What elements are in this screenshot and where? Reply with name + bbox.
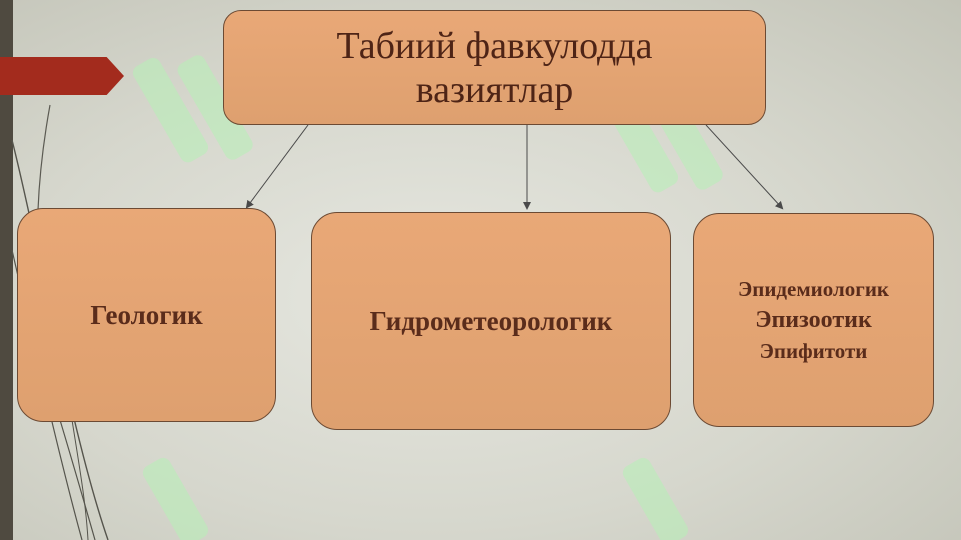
red-arrow-tab bbox=[0, 57, 124, 95]
category-line-epidemiologic: Эпидемиологик bbox=[737, 276, 890, 301]
root-title-line2: вазиятлар bbox=[415, 68, 574, 111]
category-box-biological: Эпидемиологик Эпизоотик Эпифитоти bbox=[693, 213, 934, 427]
category-label: Геологик bbox=[90, 299, 203, 330]
category-line-epizootic: Эпизоотик bbox=[755, 306, 872, 333]
category-label: Гидрометеорологик bbox=[369, 305, 613, 336]
category-line-epiphytotic: Эпифитоти bbox=[759, 338, 868, 363]
root-title-line1: Табиий фавкулодда bbox=[336, 24, 653, 67]
root-node-box: Табиий фавкулодда вазиятлар bbox=[223, 10, 766, 125]
category-box-geologic: Геологик bbox=[17, 208, 276, 422]
category-box-hydrometeorologic: Гидрометеорологик bbox=[311, 212, 671, 430]
arrow-to-epidemic bbox=[705, 124, 784, 210]
arrow-to-geologic bbox=[245, 124, 309, 209]
left-sidebar-bar bbox=[0, 0, 13, 540]
